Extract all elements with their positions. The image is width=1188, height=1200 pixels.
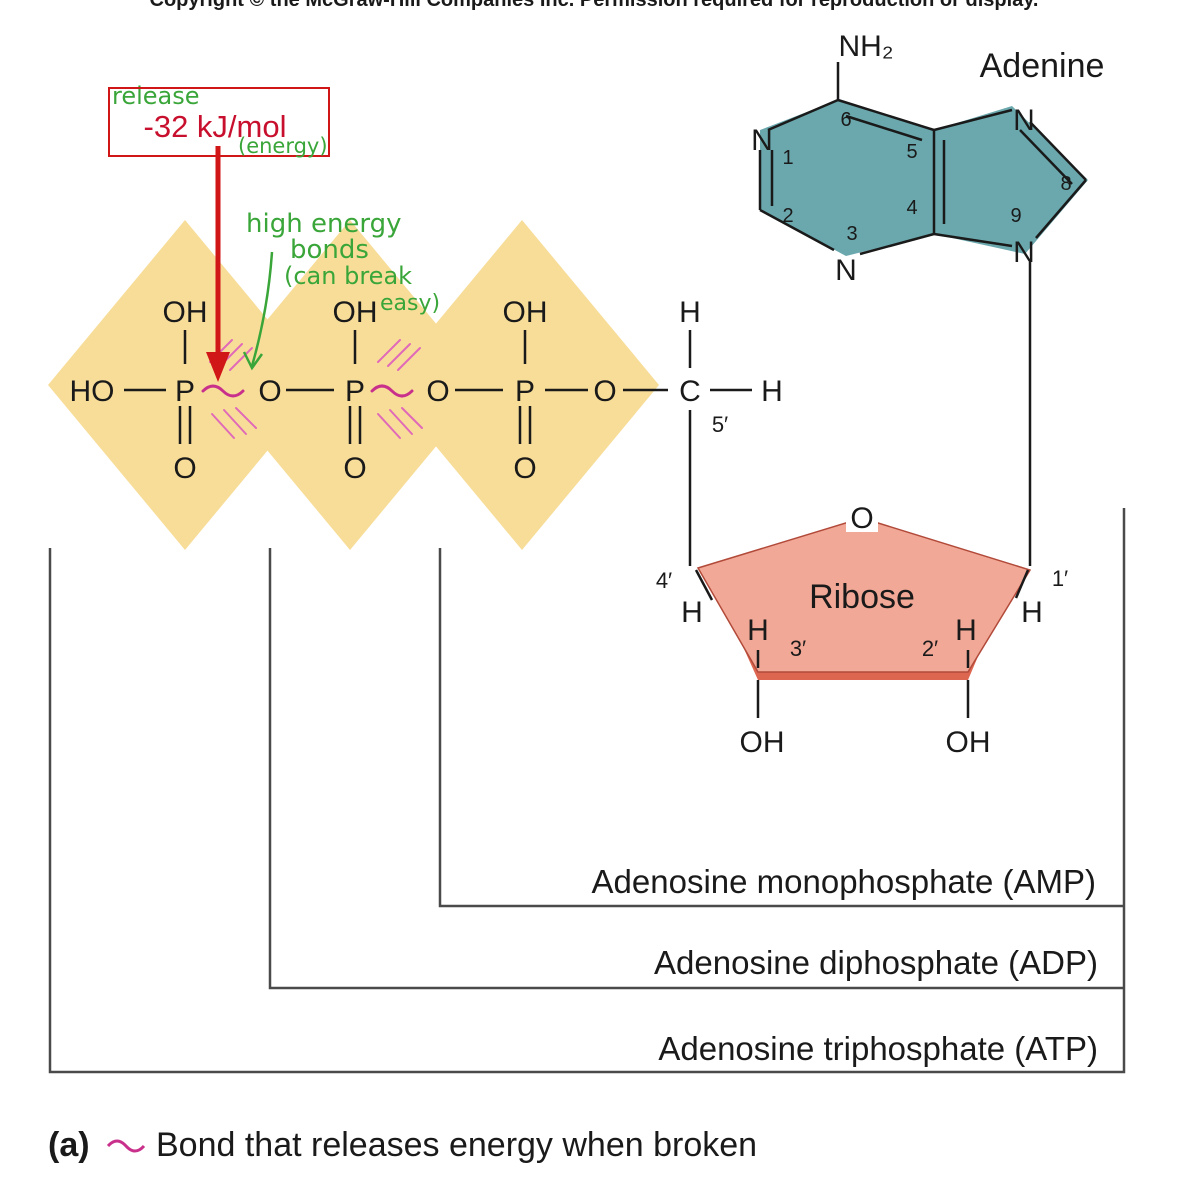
- energy-release-arrow: [206, 146, 230, 382]
- adenine-n3: N: [835, 254, 857, 287]
- ribose-h4: H: [681, 596, 703, 629]
- atp-bracket: [48, 508, 1126, 1074]
- caption-bond-icon: [106, 1139, 146, 1153]
- ribose-h1: H: [1021, 596, 1043, 629]
- double-bond-oxygen-3: O: [513, 452, 536, 485]
- caption-part-label: (a): [48, 1126, 90, 1164]
- high-energy-note-line-4: easy): [380, 291, 440, 316]
- adenine-name: Adenine: [980, 47, 1105, 85]
- phosphate-diamond-1: [48, 220, 322, 550]
- adenine-position-8: 8: [1060, 173, 1071, 195]
- carbon-5-position: 5′: [712, 412, 728, 437]
- energy-release-value: -32 kJ/mol: [144, 109, 287, 144]
- carbon-5-right-h: H: [761, 375, 783, 408]
- amp-label: Adenosine monophosphate (AMP): [592, 863, 1096, 900]
- adenine-position-6: 6: [840, 109, 851, 131]
- phosphate-group-backgrounds: [48, 220, 659, 550]
- caption-text: Bond that releases energy when broken: [156, 1126, 757, 1164]
- bridge-oxygen-2: O: [426, 375, 449, 408]
- ribose-ring: O Ribose 4′ 1′ 3′ 2′ H H H H OH OH: [656, 500, 1068, 759]
- high-energy-pointer: [250, 251, 274, 367]
- ribose-h3: H: [747, 614, 769, 647]
- phosphate-1-oh: OH: [163, 296, 208, 329]
- adenine-n1: N: [751, 124, 773, 157]
- amp-bracket: [438, 548, 1124, 908]
- high-energy-note-line-3: (can break: [284, 262, 412, 290]
- high-energy-bonds: [201, 384, 414, 398]
- double-bond-oxygen-2: O: [343, 452, 366, 485]
- high-energy-note-line-2: bonds: [290, 235, 369, 265]
- phosphate-diamond-2: [213, 220, 487, 550]
- ribose-position-3: 3′: [790, 636, 806, 661]
- adenine-position-3: 3: [846, 223, 857, 245]
- ribose-ring-oxygen: O: [850, 502, 873, 535]
- high-energy-note-line-1: high energy: [246, 209, 402, 239]
- adp-bracket: [268, 548, 1124, 990]
- adenine-position-9: 9: [1010, 205, 1021, 227]
- phosphate-atom-labels: OH OH OH HO P P P O O O O O O C H H 5′: [70, 296, 783, 485]
- adp-label: Adenosine diphosphate (ADP): [654, 944, 1098, 981]
- atp-label: Adenosine triphosphate (ATP): [658, 1030, 1098, 1067]
- ribose-h2: H: [955, 614, 977, 647]
- phosphorus-2: P: [345, 375, 365, 408]
- phosphate-3-oh: OH: [503, 296, 548, 329]
- ribose-name: Ribose: [809, 578, 915, 616]
- ribose-position-2: 2′: [922, 636, 938, 661]
- ribose-fill: [696, 517, 1032, 673]
- bridge-oxygen-1: O: [258, 375, 281, 408]
- nucleotide-brackets: [48, 508, 1126, 1074]
- high-energy-bond-2: [370, 384, 414, 398]
- adenine-fill: [760, 100, 1088, 256]
- carbon-5-prime: C: [679, 375, 701, 408]
- energy-handwriting: (energy): [238, 134, 328, 158]
- terminal-ho: HO: [70, 375, 115, 408]
- ribose-oh-3: OH: [740, 726, 785, 759]
- phosphate-diamond-3: [385, 220, 659, 550]
- high-energy-bond-1: [201, 384, 245, 398]
- high-energy-note: high energy bonds (can break easy): [242, 209, 440, 371]
- adenine-position-4: 4: [906, 197, 917, 219]
- adenine-position-1: 1: [782, 147, 793, 169]
- bridge-oxygen-3: O: [593, 375, 616, 408]
- carbon-5-top-h: H: [679, 296, 701, 329]
- bond-emphasis-hatching: [209, 339, 423, 439]
- phosphorus-3: P: [515, 375, 535, 408]
- copyright-line: Copyright © the McGraw-Hill Companies In…: [150, 0, 1039, 11]
- release-handwriting: release: [112, 82, 200, 110]
- adenine-position-5: 5: [906, 141, 917, 163]
- adenine-n9: N: [1013, 236, 1035, 269]
- adenine-amino-group: NH₂: [839, 30, 894, 63]
- adenine-n7: N: [1013, 104, 1035, 137]
- adenine-ring: NH₂ Adenine N N N N 1 2 3 4 5 6 8 9: [751, 30, 1104, 566]
- adenine-position-2: 2: [782, 205, 793, 227]
- ribose-position-1: 1′: [1052, 566, 1068, 591]
- phosphate-bonds: [124, 330, 752, 566]
- ribose-position-4: 4′: [656, 568, 672, 593]
- ribose-oh-2: OH: [946, 726, 991, 759]
- double-bond-oxygen-1: O: [173, 452, 196, 485]
- phosphorus-1: P: [175, 375, 195, 408]
- phosphate-2-oh: OH: [333, 296, 378, 329]
